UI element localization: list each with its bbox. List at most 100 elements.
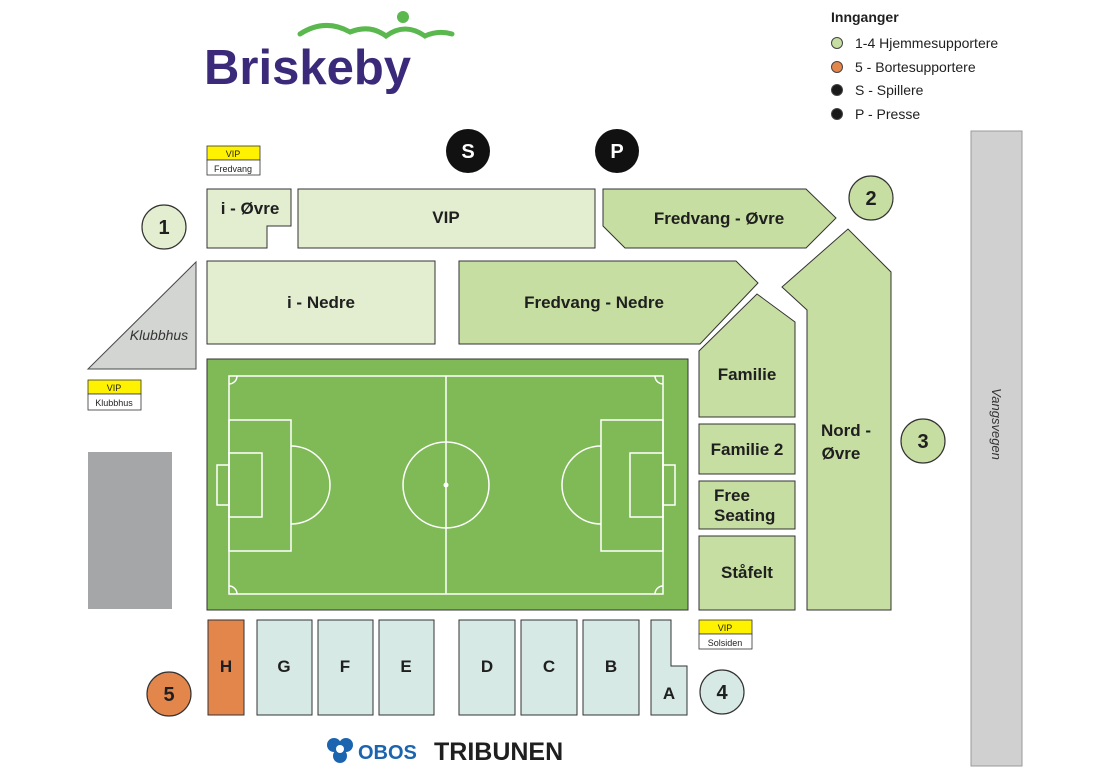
entrance-5-circle [146, 671, 192, 717]
road-label: Vangsvegen [989, 388, 1004, 460]
corner-arc-br [654, 585, 664, 595]
section-b [582, 619, 640, 716]
legend-label: P - Presse [855, 106, 921, 122]
entrance-5: 5 [146, 671, 192, 717]
press-marker-circle [595, 129, 639, 173]
section-familie-2 [698, 423, 796, 475]
section-free-seating-label-2: Seating [714, 506, 775, 525]
brand-name: Briskeby [204, 41, 411, 95]
section-h [207, 619, 245, 716]
vip-tag-top-label: VIP [107, 383, 122, 393]
section-i-ovre-label: i - Øvre [221, 199, 280, 218]
section-fredvang-ovre-label: Fredvang - Øvre [654, 209, 784, 228]
entrance-4-circle [699, 669, 745, 715]
section-e-label: E [400, 657, 411, 676]
obos-logo-icon [327, 738, 353, 763]
corner-arc-tl [228, 375, 238, 385]
right-penalty-arc [561, 445, 602, 525]
section-familie-label: Familie [718, 365, 777, 384]
legend-label: 1-4 Hjemmesupportere [855, 35, 999, 51]
section-stafelt-label: Ståfelt [721, 563, 773, 582]
section-vip [297, 188, 596, 249]
section-stafelt [698, 535, 796, 611]
press-dot-icon [831, 108, 843, 120]
center-spot [443, 482, 449, 488]
right-goal [662, 464, 676, 506]
vip-tag-bottom [698, 633, 753, 650]
left-goal [216, 464, 230, 506]
legend-label: S - Spillere [855, 82, 924, 98]
section-nord-ovre [781, 228, 892, 611]
section-familie-2-label: Familie 2 [711, 440, 784, 459]
section-b-label: B [605, 657, 617, 676]
obos-tribunen-title: OBOS TRIBUNEN [327, 738, 563, 766]
away-dot-icon [831, 61, 843, 73]
vip-tag-klubbhus: VIP Klubbhus [87, 379, 142, 411]
vip-tag-bottom-label: Solsiden [708, 638, 743, 648]
entrance-4: 4 [699, 669, 745, 715]
entrance-1-circle [141, 204, 187, 250]
klubbhus-label: Klubbhus [130, 327, 188, 343]
road-vangsvegen [970, 130, 1023, 767]
tribunen-label: TRIBUNEN [434, 738, 563, 766]
vip-tag-fredvang: VIP Fredvang [206, 145, 261, 176]
section-fredvang-nedre-label: Fredvang - Nedre [524, 293, 664, 312]
vip-tag-bottom [87, 393, 142, 411]
entrance-1: 1 [141, 204, 187, 250]
section-e [378, 619, 435, 716]
vip-tag-solsiden: VIP Solsiden [698, 619, 753, 650]
briskeby-logo: Briskeby [204, 11, 455, 95]
entrance-3-circle [900, 418, 946, 464]
legend-item-away: 5 - Bortesupportere [831, 57, 976, 77]
logo-hills [297, 23, 455, 40]
players-dot-icon [831, 84, 843, 96]
vip-tag-bottom-label: Fredvang [214, 164, 252, 174]
corner-arc-tr [654, 375, 664, 385]
section-c [520, 619, 578, 716]
entrance-1-label: 1 [158, 217, 169, 239]
press-entrance-marker: P [595, 129, 639, 173]
section-c-label: C [543, 657, 555, 676]
section-nord-ovre-label-2: Øvre [822, 444, 861, 463]
legend-item-players: S - Spillere [831, 80, 923, 100]
section-free-seating-label-1: Free [714, 486, 750, 505]
klubbhus-area [86, 260, 197, 370]
section-a [650, 619, 688, 716]
section-fredvang-ovre [602, 188, 837, 249]
section-familie [698, 293, 796, 418]
section-d [458, 619, 516, 716]
vip-tag-top-label: VIP [718, 623, 733, 633]
players-marker-circle [446, 129, 490, 173]
section-vip-label: VIP [432, 208, 459, 227]
entrance-2: 2 [848, 175, 894, 221]
section-i-ovre [206, 188, 292, 249]
entrance-3-label: 3 [917, 431, 928, 453]
section-g-label: G [277, 657, 290, 676]
section-i-nedre [206, 260, 436, 345]
vip-tag-bottom [206, 159, 261, 176]
logo-sun [397, 11, 409, 23]
entrance-2-circle [848, 175, 894, 221]
players-entrance-marker: S [446, 129, 490, 173]
section-free-seating [698, 480, 796, 530]
building-block [88, 452, 172, 609]
entrance-5-label: 5 [163, 684, 174, 706]
entrance-3: 3 [900, 418, 946, 464]
section-g [256, 619, 313, 716]
home-dot-icon [831, 37, 843, 49]
obos-label: OBOS [358, 742, 417, 764]
section-d-label: D [481, 657, 493, 676]
section-f [317, 619, 374, 716]
section-nord-ovre-label-1: Nord - [821, 421, 871, 440]
section-h-label: H [220, 657, 232, 676]
legend-item-press: P - Presse [831, 104, 920, 124]
section-f-label: F [340, 657, 350, 676]
section-fredvang-nedre [458, 260, 759, 345]
vip-tag-bottom-label: Klubbhus [95, 398, 133, 408]
center-circle [402, 441, 490, 529]
players-marker-label: S [461, 141, 474, 163]
section-i-nedre-label: i - Nedre [287, 293, 355, 312]
entrance-2-label: 2 [865, 188, 876, 210]
football-pitch [206, 358, 689, 611]
